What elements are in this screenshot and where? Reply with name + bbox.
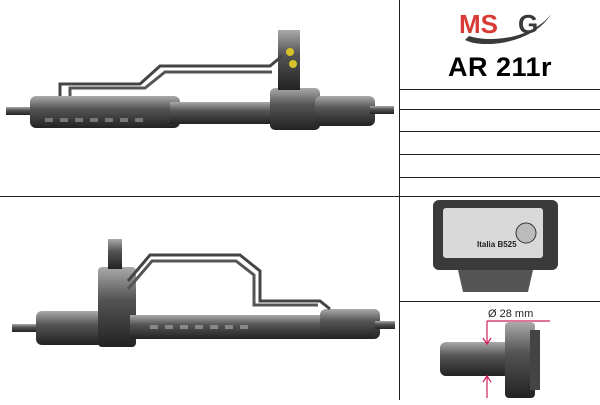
svg-text:G: G bbox=[518, 9, 538, 39]
spec-row-line-1 bbox=[400, 89, 600, 90]
main-horizontal-divider bbox=[0, 196, 600, 197]
main-vertical-divider bbox=[399, 0, 400, 400]
spec-row-line-4 bbox=[400, 154, 600, 155]
pinion-photo bbox=[430, 318, 600, 400]
msg-logo: MS G bbox=[455, 6, 555, 45]
svg-text:MS: MS bbox=[459, 9, 498, 39]
label-plate-photo: Italia B525 bbox=[433, 200, 558, 295]
steering-rack-image-top bbox=[0, 0, 400, 196]
spec-row-line-5 bbox=[400, 177, 600, 178]
steering-rack-image-bottom bbox=[0, 197, 399, 400]
right-bottom-divider bbox=[400, 301, 600, 302]
spec-row-line-3 bbox=[400, 131, 600, 132]
pinion-diameter-label: Ø 28 mm bbox=[488, 308, 534, 320]
part-number: AR 211r bbox=[447, 52, 553, 82]
label-plate-text: Italia B525 bbox=[477, 240, 517, 249]
spec-row-line-2 bbox=[400, 109, 600, 110]
